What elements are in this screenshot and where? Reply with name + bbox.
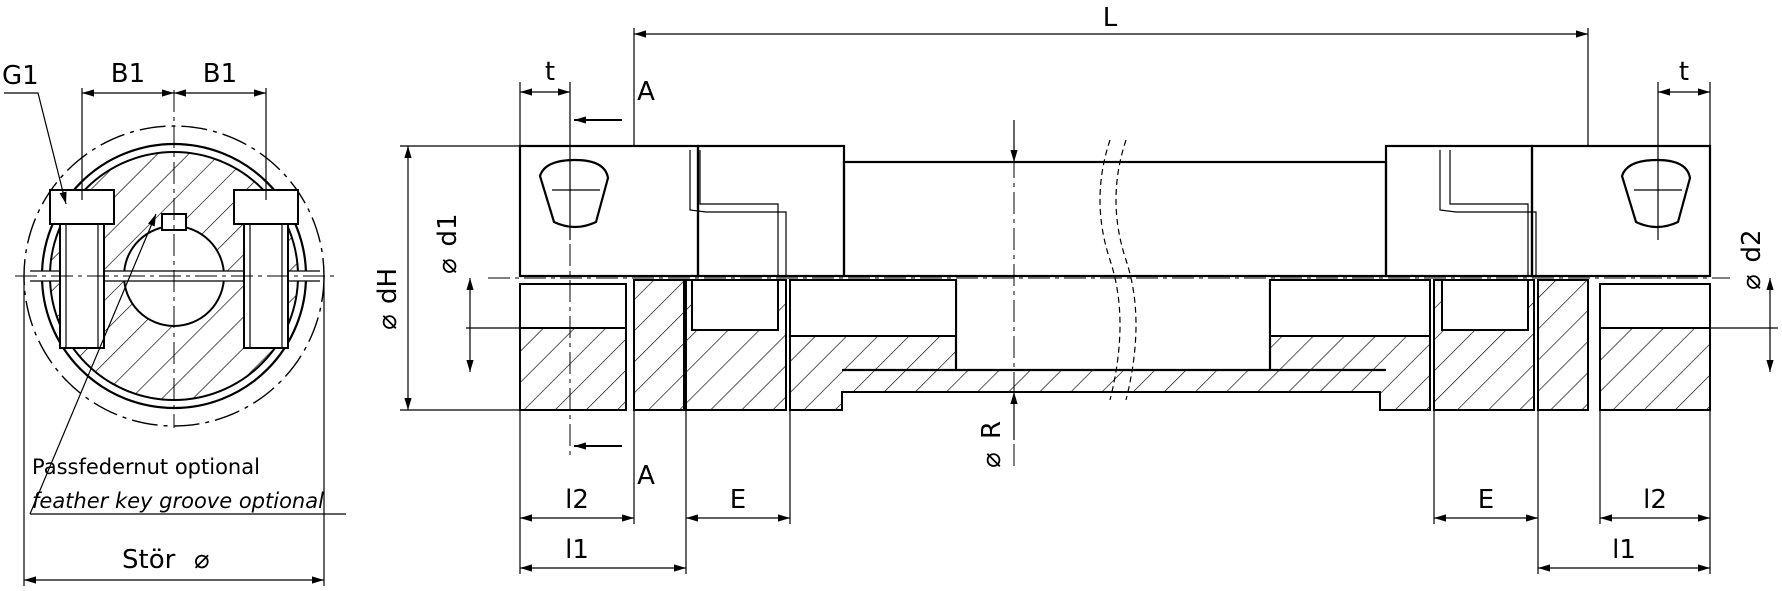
side-view: L t t A A dH d1 d2 R (373, 3, 1778, 574)
dim-R-label: R (977, 421, 1007, 439)
stoer-label: Stör (122, 545, 176, 575)
section-A-top-label: A (637, 77, 655, 107)
upper-half-view (518, 144, 1712, 278)
right-clamp-hub (1530, 144, 1712, 278)
clamp-screw-left (49, 189, 115, 349)
section-A-bottom-label: A (637, 461, 655, 491)
dim-l2-right-label: l2 (1643, 485, 1667, 515)
left-ring-section (633, 279, 685, 411)
stoer-diameter-symbol: ⌀ (194, 545, 210, 575)
end-view: B1 B1 G1 Passfedernut optional feather k… (2, 59, 346, 586)
diameter-symbol-R: ⌀ (977, 452, 1007, 468)
dim-L-label: L (1103, 3, 1118, 33)
clamp-screw-right (233, 189, 299, 349)
dim-t-left-label: t (545, 57, 555, 87)
dim-l2-left-label: l2 (565, 485, 589, 515)
keygroove-note-en: feather key groove optional (32, 489, 324, 513)
diameter-symbol-d1: ⌀ (433, 258, 463, 274)
dim-t-right-label: t (1679, 57, 1689, 87)
dim-d2-label: d2 (1737, 229, 1767, 262)
right-bellows-body (1384, 144, 1534, 278)
dim-d1-label: d1 (433, 213, 463, 246)
keygroove-note-de: Passfedernut optional (32, 455, 260, 479)
right-ring-section (1537, 279, 1589, 411)
g1-label: G1 (2, 61, 39, 91)
lower-half-section (519, 139, 1711, 411)
diameter-symbol-dH: ⌀ (373, 314, 403, 330)
b1-right-label: B1 (203, 59, 237, 89)
diameter-symbol-d2: ⌀ (1737, 274, 1767, 290)
screw-access-left (538, 158, 610, 229)
spacer-tube-top (842, 160, 1388, 278)
left-bellows-body (696, 144, 846, 278)
dim-E-left-label: E (730, 485, 746, 515)
dim-l1-left-label: l1 (565, 535, 589, 565)
screw-access-right (1620, 158, 1692, 229)
dim-dH-label: dH (373, 268, 403, 304)
dim-l1-right-label: l1 (1612, 535, 1636, 565)
b1-left-label: B1 (111, 59, 145, 89)
dim-E-right-label: E (1478, 485, 1494, 515)
